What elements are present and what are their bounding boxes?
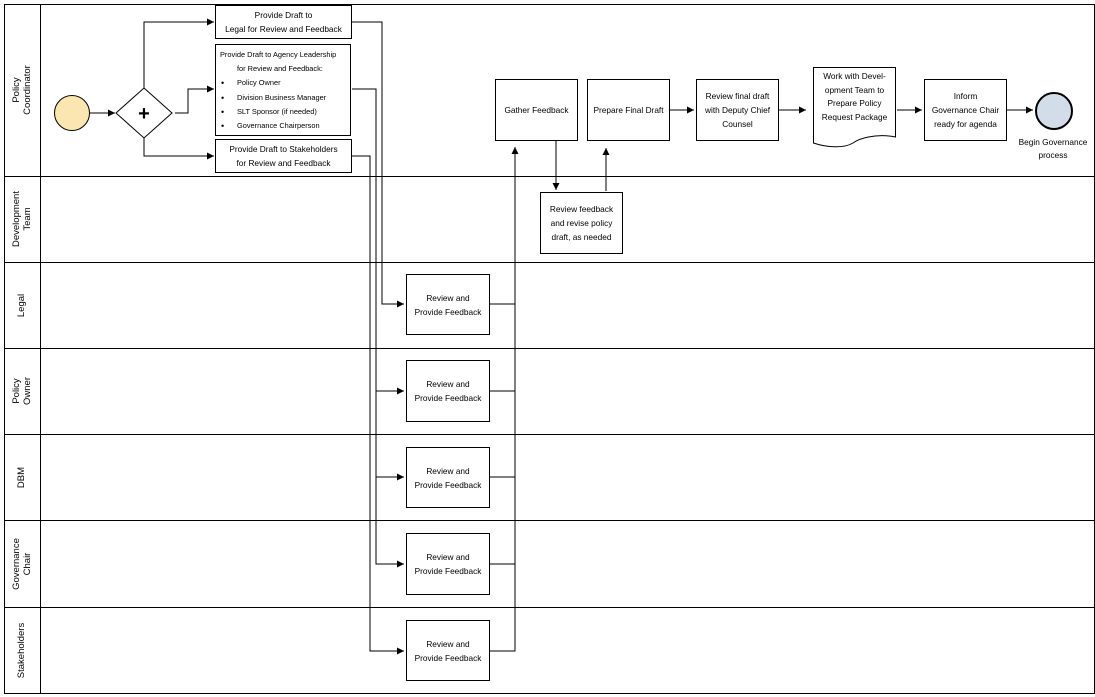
task-review-legal: Review and Provide Feedback: [406, 274, 490, 335]
start-event: [54, 95, 90, 131]
list-item: Policy Owner: [216, 76, 350, 90]
task-review-final-draft: Review final draft with Deputy Chief Cou…: [696, 79, 779, 141]
end-event-label: Begin Governance process: [1018, 137, 1088, 160]
connector-gateway-stakeholders: [143, 137, 214, 160]
connector-leadership-dbm: [375, 391, 404, 481]
lane-label-stakeholders: Stakeholders: [16, 622, 28, 678]
task-gather-feedback: Gather Feedback: [495, 79, 578, 141]
task-provide-draft-legal: Provide Draft to Legal for Review and Fe…: [215, 5, 352, 39]
task-provide-draft-leadership: Provide Draft to Agency Leadership for R…: [215, 44, 351, 136]
list-item: SLT Sponsor (if needed): [216, 105, 350, 119]
connector-review-sh-out: [490, 147, 519, 652]
connector-leadership-govchair: [375, 477, 404, 568]
lane-label-development-team: Development Team: [11, 191, 34, 247]
connector-leadership-policyowner: [352, 88, 404, 395]
list-item: Division Business Manager: [216, 91, 350, 105]
connector-gateway-leadership: [175, 85, 214, 114]
list-item: Governance Chairperson: [216, 119, 350, 133]
task-review-policy-owner: Review and Provide Feedback: [406, 360, 490, 422]
document-label: Work with Devel- opment Team to Prepare …: [821, 71, 888, 122]
lane-label-policy-coordinator: Policy Coordinator: [11, 65, 34, 115]
lane-label-policy-owner: Policy Owner: [11, 377, 33, 405]
document-shape: [813, 67, 896, 148]
document-policy-request-package: Work with Devel- opment Team to Prepare …: [813, 67, 896, 149]
lane-label-legal: Legal: [16, 293, 28, 317]
task-review-governance-chair: Review and Provide Feedback: [406, 533, 490, 595]
task-provide-draft-stakeholders: Provide Draft to Stakeholders for Review…: [215, 139, 352, 173]
parallel-gateway: +: [115, 87, 173, 139]
end-event: [1035, 92, 1073, 130]
connector-stakeholders-review: [352, 155, 404, 655]
task-prepare-final-draft: Prepare Final Draft: [587, 79, 670, 141]
lane-label-dbm: DBM: [16, 466, 28, 488]
task-review-revise-draft: Review feedback and revise policy draft,…: [540, 192, 623, 254]
connector-gateway-legal: [143, 18, 214, 89]
connector-legal-review: [352, 21, 404, 308]
task-review-stakeholders: Review and Provide Feedback: [406, 620, 490, 681]
gateway-plus-icon: +: [138, 103, 150, 125]
leadership-recipient-list: Policy Owner Division Business Manager S…: [216, 76, 350, 133]
task-review-dbm: Review and Provide Feedback: [406, 447, 490, 508]
leadership-line1: Provide Draft to Agency Leadership: [220, 50, 337, 59]
lane-label-governance-chair: Governance Chair: [11, 537, 34, 590]
leadership-line2: for Review and Feedback:: [237, 64, 323, 74]
task-inform-governance-chair: Inform Governance Chair ready for agenda: [924, 79, 1007, 141]
